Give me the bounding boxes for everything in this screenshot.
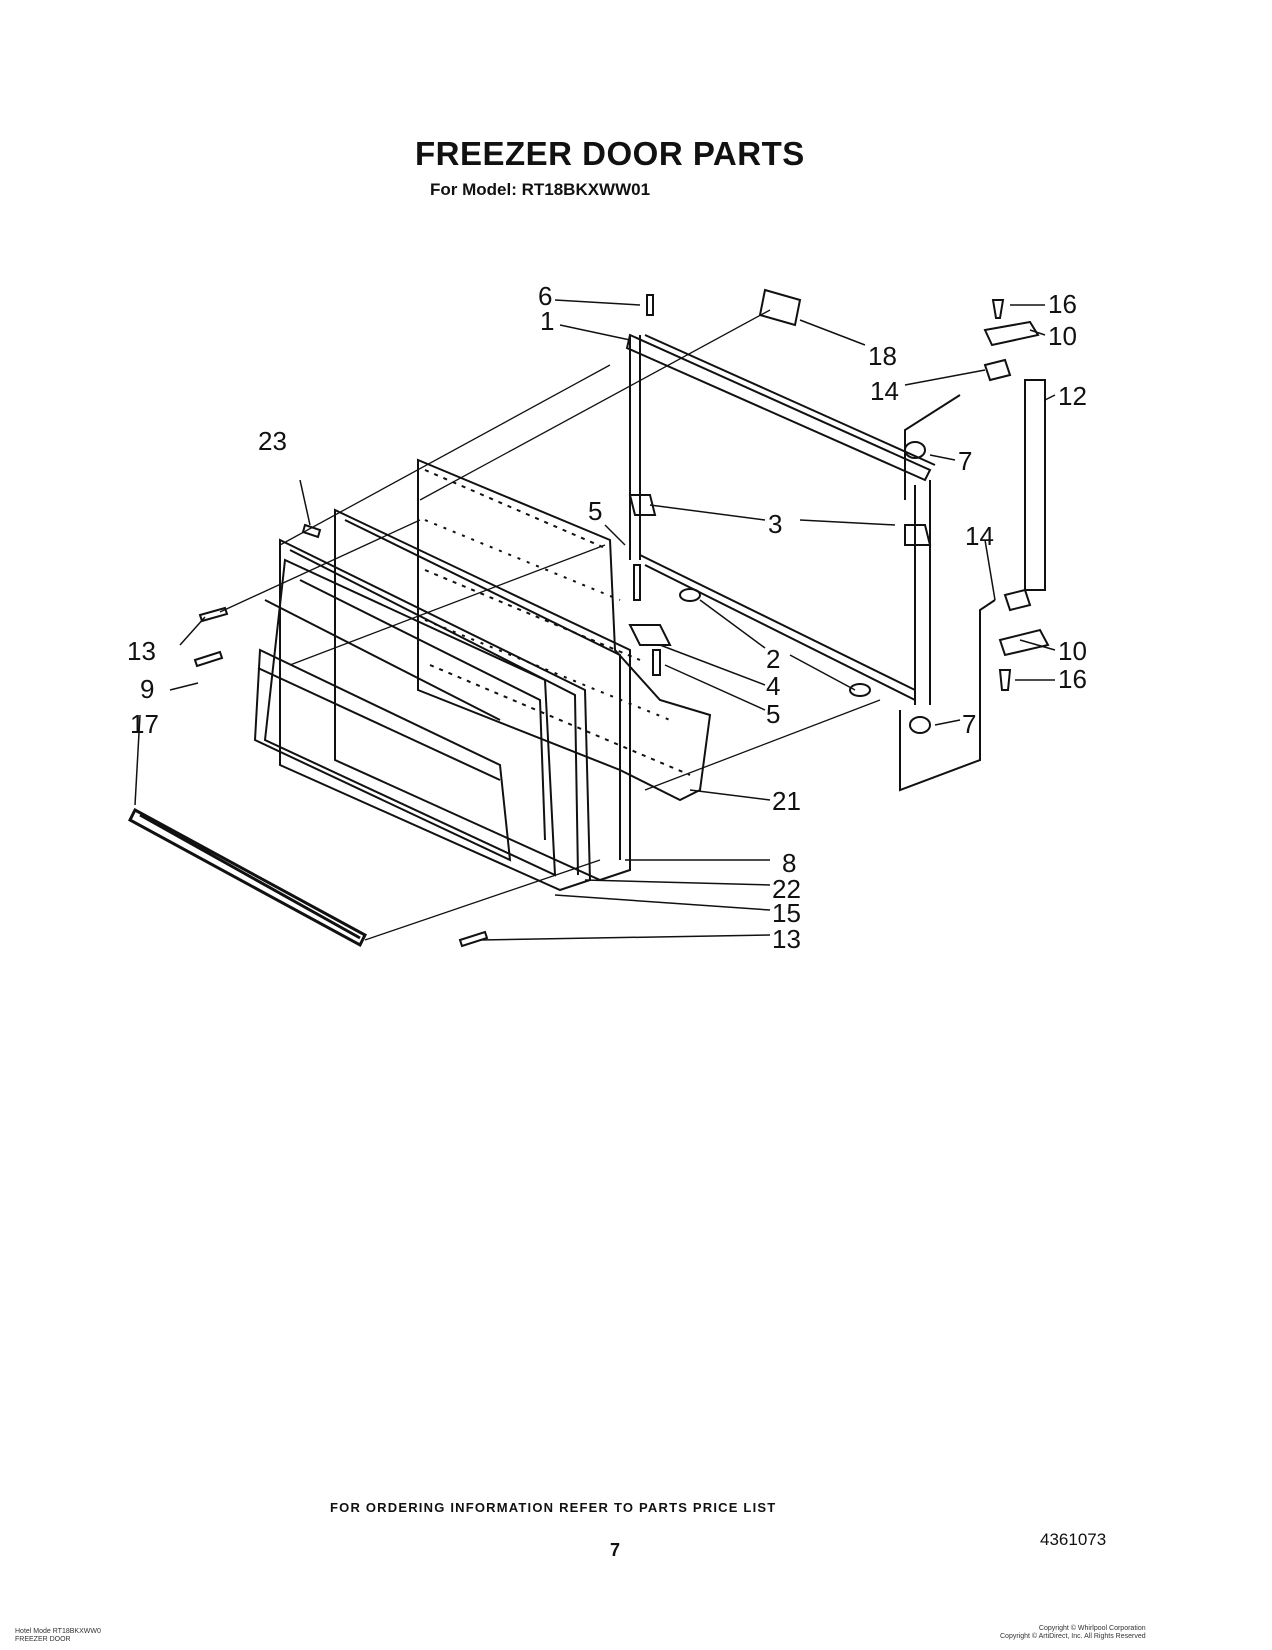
callout-labels: 6 1 18 16 10 14 12 7 23 5 3 14 13 2 10 1… <box>127 281 1087 954</box>
screw-13-left <box>198 606 229 623</box>
callout-14-top: 14 <box>870 376 899 406</box>
door-inner-liner <box>253 558 557 877</box>
callout-18: 18 <box>868 341 897 371</box>
callout-16-bottom: 16 <box>1058 664 1087 694</box>
footer-model-line-2: FREEZER DOOR <box>15 1636 71 1643</box>
right-hinge-channel <box>904 480 931 705</box>
footer-model-line-1: Hotel Mode RT18BKXWW0 <box>15 1628 101 1635</box>
hinge-screw-16-bottom <box>998 669 1012 691</box>
callout-15: 15 <box>772 898 801 928</box>
page-title: FREEZER DOOR PARTS <box>415 135 805 172</box>
door-frame-top-rail <box>625 333 936 482</box>
door-gasket-22 <box>279 538 592 892</box>
callout-6: 6 <box>538 281 552 311</box>
hinge-plate-4 <box>628 624 672 646</box>
callout-4: 4 <box>766 671 780 701</box>
callout-5-upper: 5 <box>588 496 602 526</box>
screw-13-bottom <box>458 930 489 948</box>
hinge-screw-16-top <box>991 299 1005 319</box>
callout-2: 2 <box>766 644 780 674</box>
door-outer-panel-8 <box>334 508 631 882</box>
callout-14-bottom: 14 <box>965 521 994 551</box>
screw-5-upper <box>633 564 641 601</box>
footer-model-info: Hotel Mode RT18BKXWW0 FREEZER DOOR <box>15 1628 101 1644</box>
page-number: 7 <box>610 1540 621 1560</box>
trim-bar-17 <box>128 807 367 948</box>
callout-7-bottom: 7 <box>962 709 976 739</box>
callout-10-bottom: 10 <box>1058 636 1087 666</box>
door-frame-bottom-rail <box>639 554 916 701</box>
copyright-line-1: Copyright © Whirlpool Corporation <box>1038 1625 1146 1632</box>
callout-13-bottom: 13 <box>772 924 801 954</box>
plug-7-bottom <box>909 716 931 734</box>
callout-12: 12 <box>1058 381 1087 411</box>
callout-16-top: 16 <box>1048 289 1077 319</box>
callout-leaders <box>134 299 1056 941</box>
screw-5-lower <box>652 649 661 676</box>
hinge-top-10 <box>983 320 1040 347</box>
plug-7-top <box>904 441 926 459</box>
callout-21: 21 <box>772 786 801 816</box>
hinge-pin-12 <box>1024 379 1046 591</box>
callout-7-top: 7 <box>958 446 972 476</box>
callout-10-top: 10 <box>1048 321 1077 351</box>
footer-copyright: Copyright © Whirlpool Corporation Copyri… <box>1000 1625 1146 1641</box>
screw-6 <box>646 294 654 316</box>
washer-14-bottom <box>1003 588 1032 612</box>
left-hinge-rod <box>629 335 641 560</box>
washer-14-top <box>983 358 1012 382</box>
callout-1: 1 <box>540 306 554 336</box>
document-number: 4361073 <box>1040 1530 1107 1549</box>
hinge-bottom-10 <box>998 628 1050 657</box>
screw-23 <box>301 523 322 539</box>
model-subtitle: For Model: RT18BKXWW01 <box>430 180 651 199</box>
plug-2-right <box>849 683 871 697</box>
callout-9: 9 <box>140 674 154 704</box>
hinge-bracket-right <box>904 524 932 546</box>
callout-13-left: 13 <box>127 636 156 666</box>
callout-8: 8 <box>782 848 796 878</box>
callout-3: 3 <box>768 509 782 539</box>
hinge-bracket-left <box>628 494 657 516</box>
callout-22: 22 <box>772 874 801 904</box>
ordering-note: FOR ORDERING INFORMATION REFER TO PARTS … <box>330 1500 777 1515</box>
callout-5-lower: 5 <box>766 699 780 729</box>
callout-23: 23 <box>258 426 287 456</box>
screw-9 <box>193 650 224 668</box>
pad-18 <box>758 288 802 327</box>
assembly-guide-lines <box>219 309 881 941</box>
copyright-line-2: Copyright © ArtiDirect, Inc. All Rights … <box>1000 1633 1146 1640</box>
plug-2-left <box>679 588 701 602</box>
hinge-guide-bracket <box>899 394 996 792</box>
callout-17: 17 <box>130 709 159 739</box>
